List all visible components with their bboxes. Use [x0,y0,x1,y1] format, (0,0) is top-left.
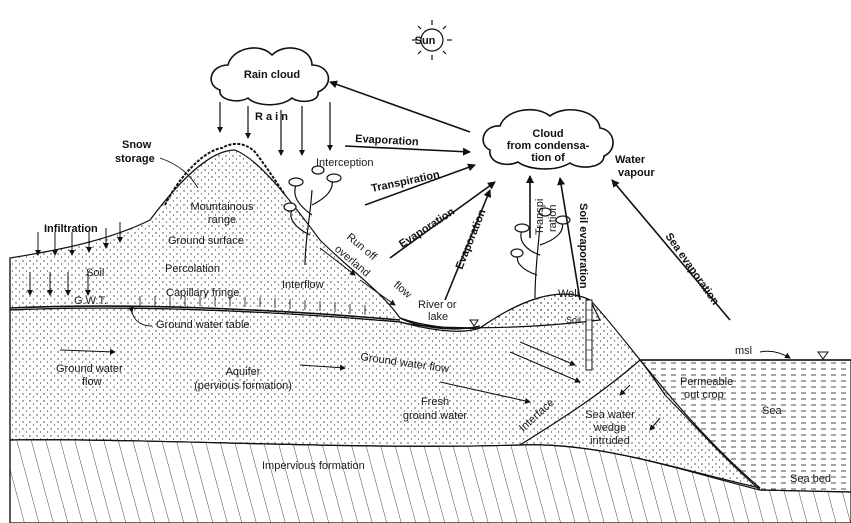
rain-arrows [220,102,330,155]
label-interflow: Interflow [282,279,324,291]
label-sun: Sun [415,35,436,47]
msl-arrow [760,351,790,358]
label-permeable-1: Permeable [680,376,733,388]
label-mountain-1: Mountainous [191,201,254,213]
label-infiltration: Infiltration [44,223,98,235]
label-fresh-1: Fresh [421,396,449,408]
label-evaporation-river: Evaporation [454,207,489,271]
label-aquifer-1: Aquifer [226,366,261,378]
label-sea: Sea [762,405,782,417]
label-vapour: vapour [618,167,655,179]
label-gw-flow-left-2: flow [82,376,102,388]
msl-marker [818,352,828,359]
label-evaporation-top: Evaporation [355,133,419,148]
label-percolation: Percolation [165,263,220,275]
label-soil-small: Soil [566,315,581,325]
label-mountain-2: range [208,214,236,226]
label-sea-bed: Sea bed [790,473,831,485]
label-snow: Snow [122,139,152,151]
label-cloud-3: tion of [531,152,565,164]
label-impervious: Impervious formation [262,460,365,472]
label-permeable-2: out crop [684,389,724,401]
label-gwt: G.W.T. [74,295,107,307]
label-storage: storage [115,153,155,165]
label-soil: Soil [86,267,104,279]
label-rain: R a i n [255,111,288,123]
label-rain-cloud: Rain cloud [244,69,300,81]
label-wedge-3: intruded [590,435,630,447]
label-interception: Interception [316,157,373,169]
label-transpi: Transpi [534,199,546,235]
label-ground-surface: Ground surface [168,235,244,247]
label-cloud-2: from condensa- [507,140,590,152]
label-evaporation-mid: Evaporation [397,206,457,251]
label-ration: ration [547,204,559,232]
well-shaft [586,300,592,370]
label-ground-water-table: Ground water table [156,319,250,331]
label-fresh-2: ground water [403,410,468,422]
label-cloud-1: Cloud [532,128,563,140]
label-lake: lake [428,311,448,323]
label-capillary: Capillary fringe [166,287,239,299]
label-well: Well [558,288,579,300]
label-wedge-1: Sea water [585,409,635,421]
label-water: Water [615,154,646,166]
label-runoff-3: flow [391,279,414,301]
label-msl: msl [735,345,752,357]
river-level-marker [470,320,478,326]
label-soil-evaporation: Soil evaporation [577,203,589,289]
label-wedge-2: wedge [593,422,626,434]
label-aquifer-2: (pervious formation) [194,380,292,392]
label-gw-flow-left-1: Ground water [56,363,123,375]
label-sea-evaporation: Sea evaporation [663,231,722,308]
label-river: River or [418,299,457,311]
